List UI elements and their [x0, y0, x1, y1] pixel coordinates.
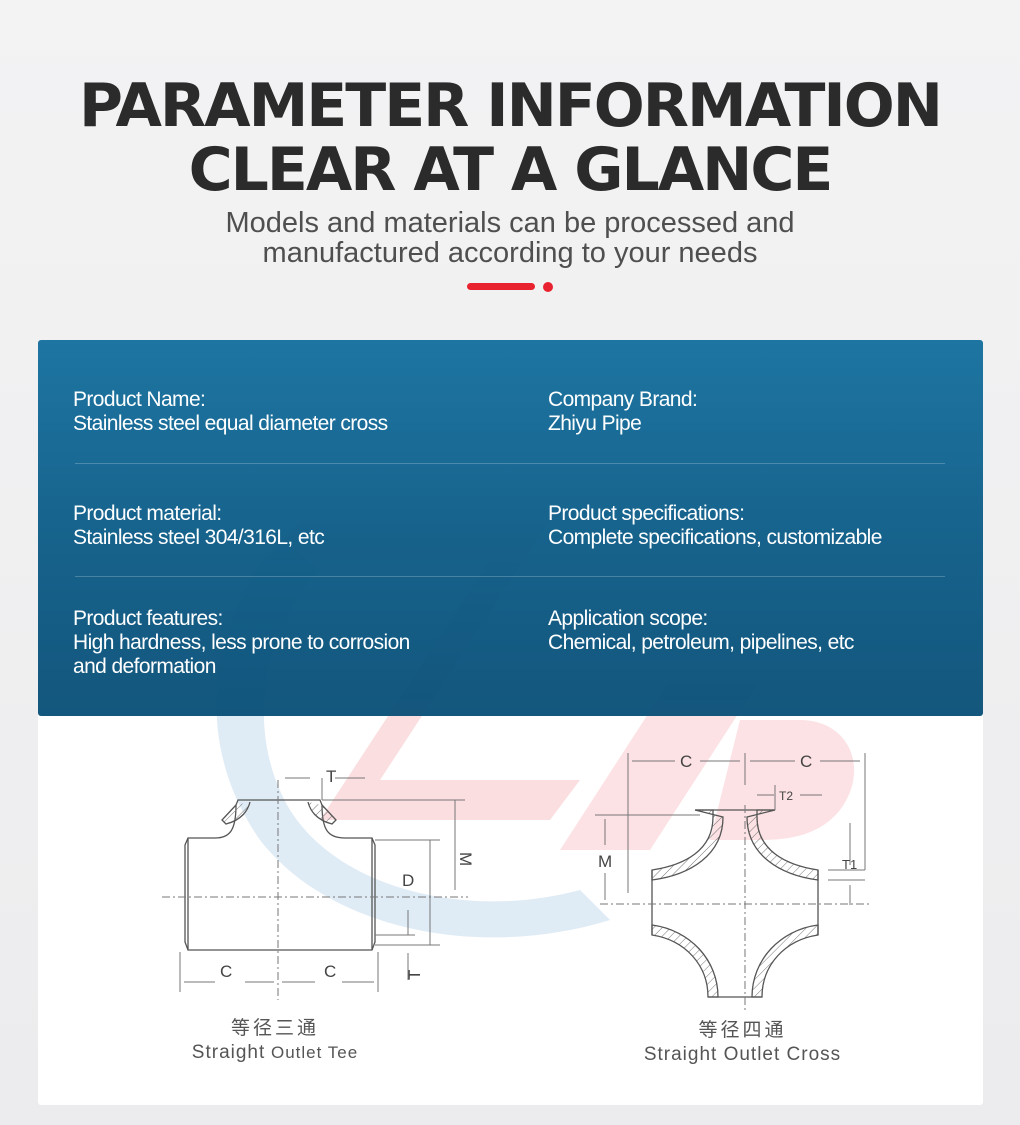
- param-value: Stainless steel 304/316L, etc: [73, 526, 325, 549]
- page-title-line-2: CLEAR AT A GLANCE: [188, 135, 834, 205]
- param-label: Product Name:: [73, 388, 206, 411]
- param-value: Zhiyu Pipe: [548, 412, 642, 435]
- param-label: Product features:: [73, 607, 223, 630]
- dim-t-bottom: T: [405, 970, 424, 980]
- row-divider: [75, 576, 945, 577]
- subtitle-line-2: manufactured according to your needs: [262, 237, 758, 269]
- diagram-card: [38, 700, 983, 1105]
- dim-t2: T2: [779, 789, 793, 803]
- cross-caption-cn: 等径四通: [698, 1019, 787, 1041]
- param-value: Complete specifications, customizable: [548, 526, 882, 549]
- accent-bar: [467, 283, 535, 290]
- param-label: Product material:: [73, 502, 222, 525]
- param-product-specifications: Product specifications: Complete specifi…: [548, 502, 882, 550]
- param-application-scope: Application scope: Chemical, petroleum, …: [548, 607, 854, 655]
- dim-c-right: C: [324, 962, 336, 981]
- subtitle-line-1: Models and materials can be processed an…: [225, 207, 795, 239]
- param-value: Stainless steel equal diameter cross: [73, 412, 388, 435]
- tee-caption-en-b: Outlet Tee: [265, 1043, 359, 1062]
- param-product-name: Product Name: Stainless steel equal diam…: [73, 388, 388, 436]
- row-divider: [75, 463, 945, 464]
- tee-caption-cn: 等径三通: [230, 1017, 319, 1039]
- dim-t-top: T: [326, 767, 336, 786]
- dim-c-left: C: [220, 962, 232, 981]
- param-product-material: Product material: Stainless steel 304/31…: [73, 502, 325, 550]
- param-product-features: Product features: High hardness, less pr…: [73, 607, 410, 679]
- dim-m: M: [456, 852, 475, 866]
- dim-m: M: [598, 852, 612, 871]
- dim-c-right: C: [800, 752, 812, 771]
- param-label: Product specifications:: [548, 502, 745, 525]
- cross-caption: 等径四通 Straight Outlet Cross: [615, 1018, 870, 1068]
- dim-t1: T1: [842, 857, 857, 872]
- param-label: Company Brand:: [548, 388, 698, 411]
- page-title-line-1: PARAMETER INFORMATION: [79, 71, 943, 141]
- cross-diagram: C C T2 M T1: [595, 752, 870, 1010]
- param-value: Chemical, petroleum, pipelines, etc: [548, 631, 854, 654]
- param-label: Application scope:: [548, 607, 708, 630]
- cross-caption-en: Straight Outlet Cross: [643, 1044, 842, 1065]
- param-company-brand: Company Brand: Zhiyu Pipe: [548, 388, 698, 436]
- parameter-panel: [38, 340, 983, 716]
- accent-dot: [543, 282, 553, 292]
- tee-caption-en-a: Straight: [191, 1042, 266, 1063]
- dim-c-left: C: [680, 752, 692, 771]
- param-value: and deformation: [73, 655, 216, 678]
- tee-diagram: T M D C C T: [162, 767, 475, 1000]
- tee-caption: 等径三通 Straight Outlet Tee: [150, 1016, 400, 1066]
- param-value: High hardness, less prone to corrosion: [73, 631, 410, 654]
- dim-d: D: [402, 871, 414, 890]
